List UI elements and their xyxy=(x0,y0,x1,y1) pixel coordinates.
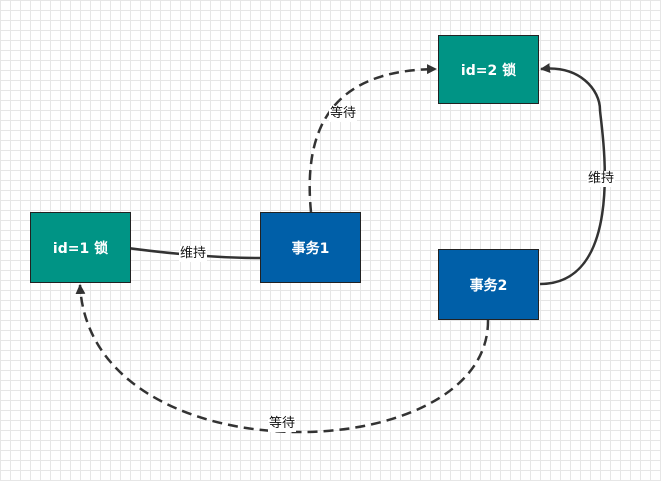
edge-label-txn2-hold: 维持 xyxy=(587,171,616,187)
lock1-node: id=1 锁 xyxy=(30,212,131,283)
lock2-label: id=2 锁 xyxy=(460,62,517,79)
lock1-label: id=1 锁 xyxy=(52,240,109,257)
edge-txn2-wait-lock1 xyxy=(75,284,490,434)
lock2-node: id=2 锁 xyxy=(438,35,539,104)
txn1-label: 事务1 xyxy=(291,240,330,257)
edge-label-txn1-wait: 等待 xyxy=(329,106,358,122)
edge-label-txn1-hold: 维持 xyxy=(179,246,208,262)
txn2-label: 事务2 xyxy=(469,277,508,294)
txn2-node: 事务2 xyxy=(438,249,539,320)
edge-label-txn2-wait: 等待 xyxy=(268,416,297,432)
txn1-node: 事务1 xyxy=(260,212,361,283)
edge-txn2-hold-lock2 xyxy=(539,63,607,286)
edge-txn1-wait-lock2 xyxy=(308,64,437,213)
